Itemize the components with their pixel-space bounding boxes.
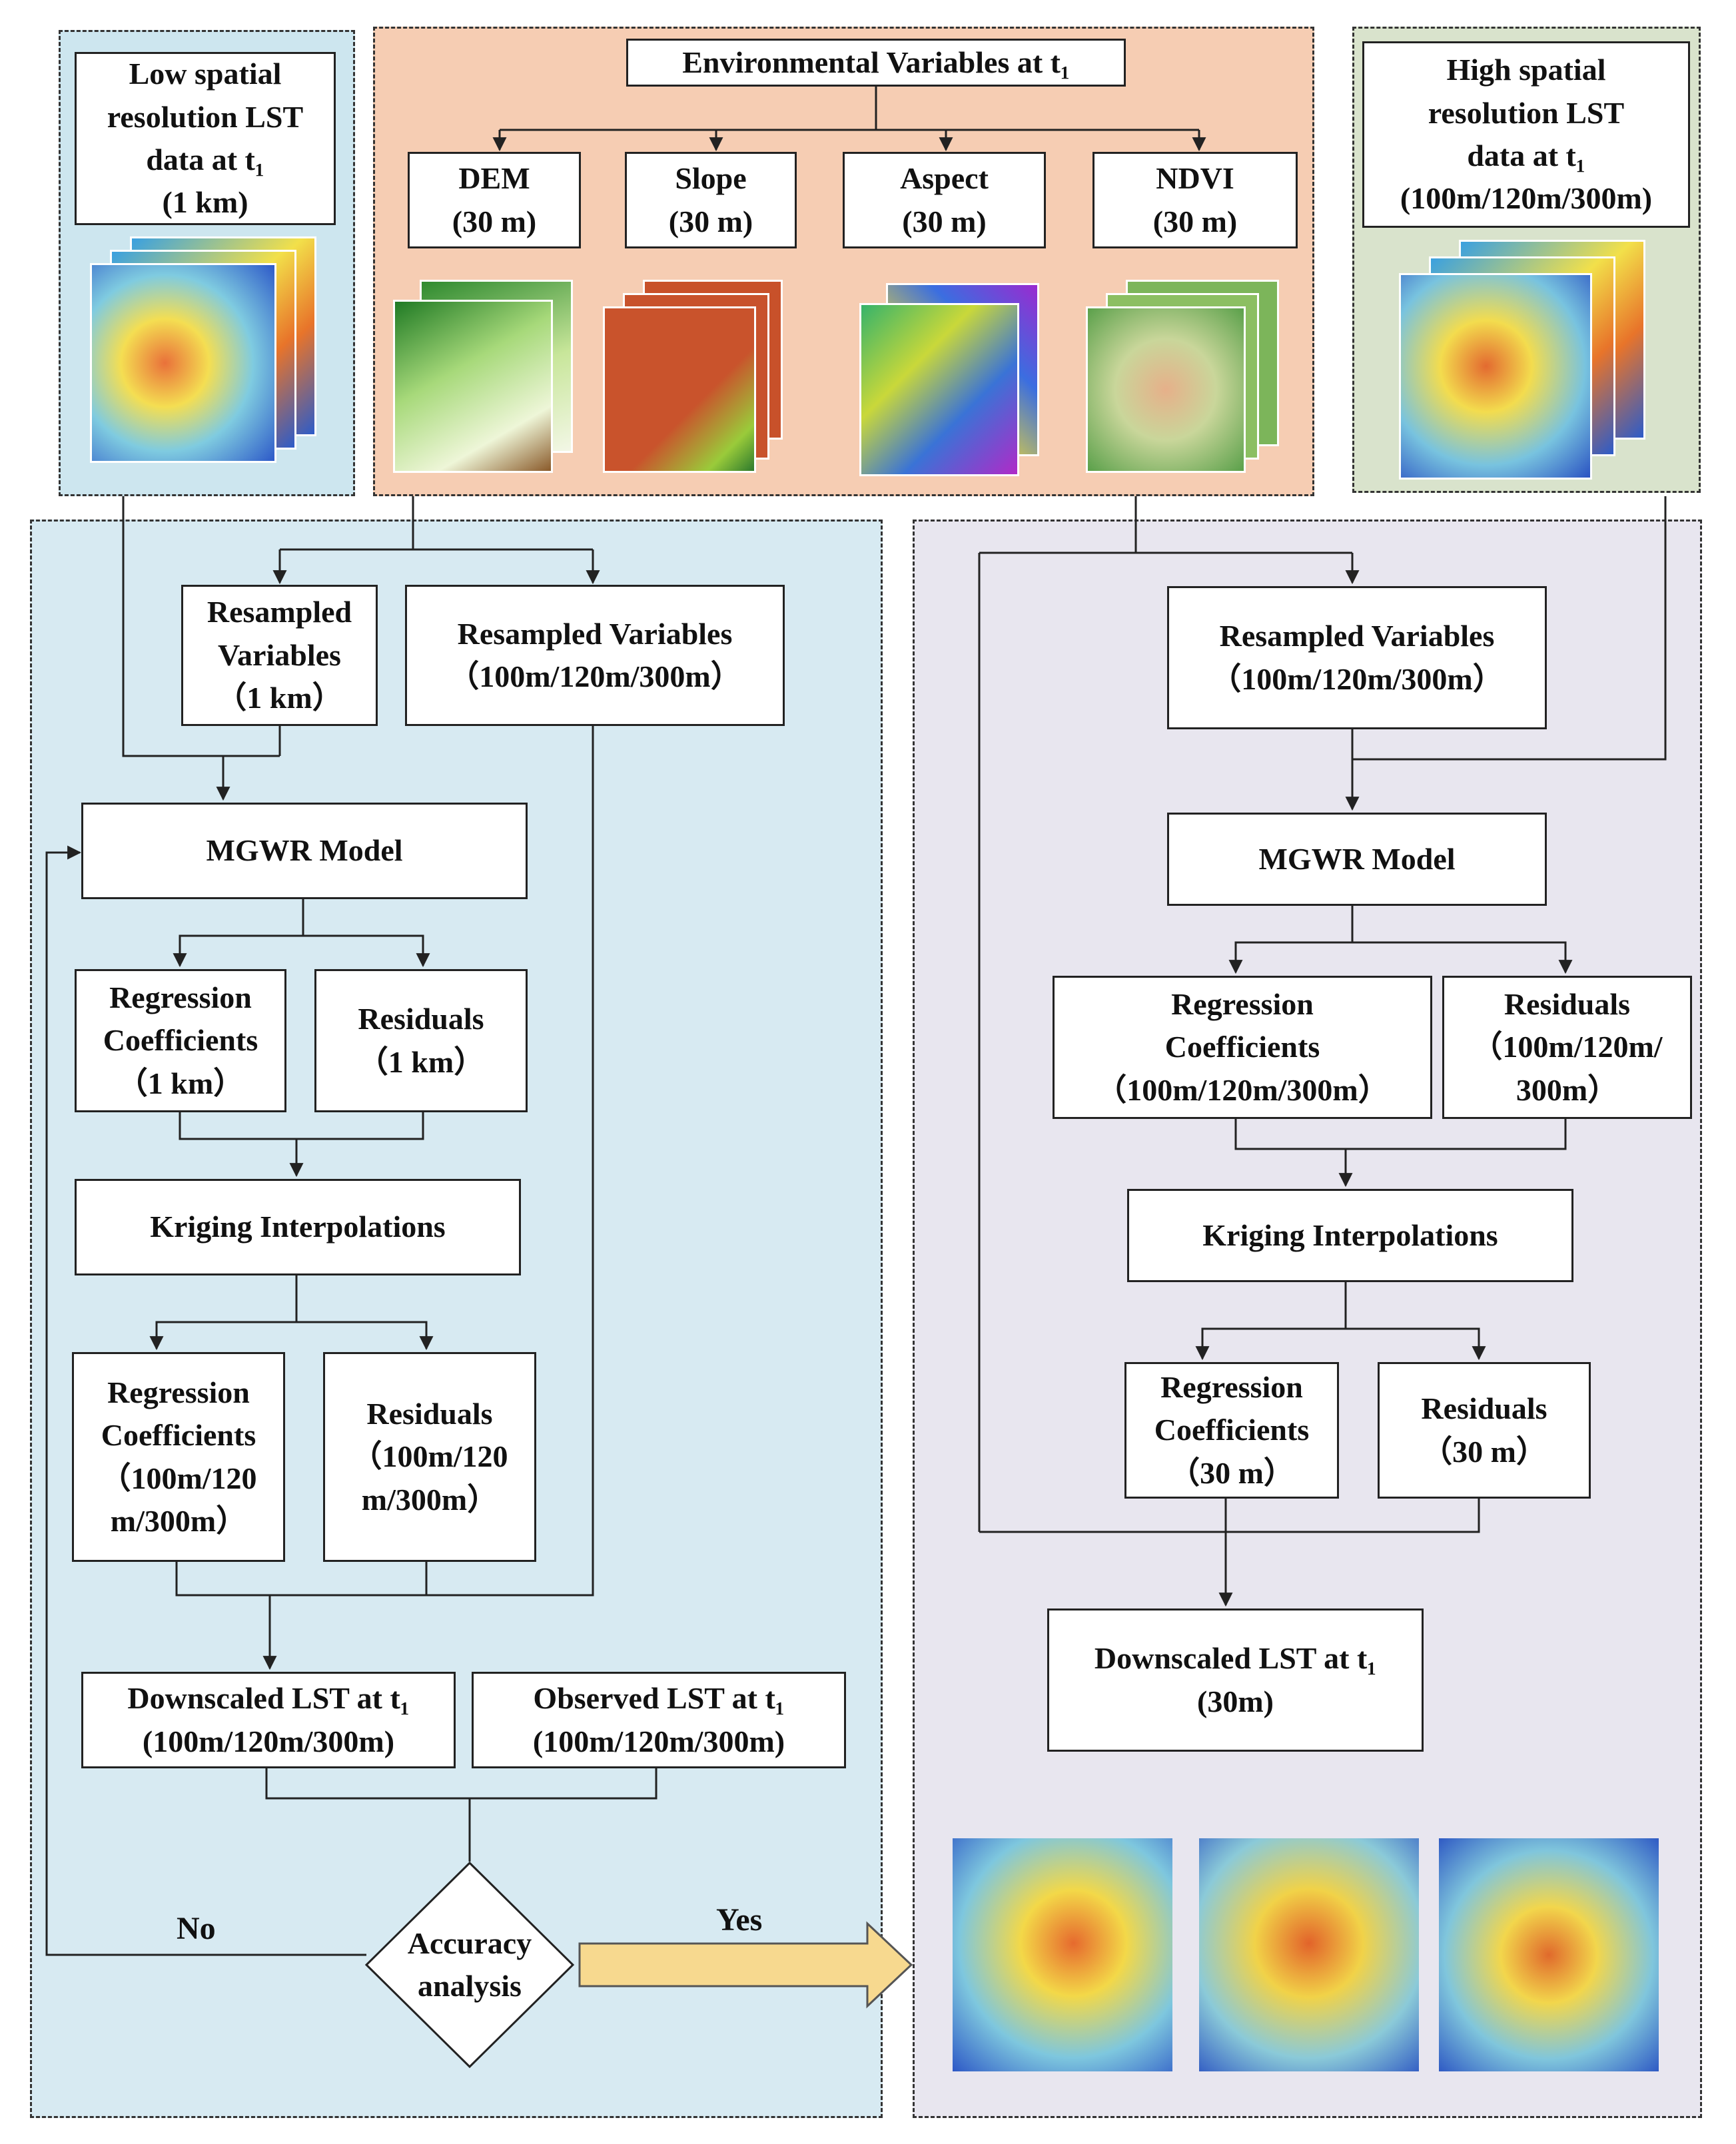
- ndvi-image-stack: [1086, 280, 1279, 473]
- downscaled-lst-result-image: [953, 1838, 1172, 2071]
- coarse-downscaling-region: [30, 520, 883, 2118]
- aspect-image-stack: [859, 283, 1039, 476]
- lst-raster-image: [1399, 273, 1592, 480]
- yes-label: Yes: [716, 1902, 763, 1938]
- resampled-variables-1km-box: Resampled Variables （1 km）: [181, 585, 378, 726]
- right-residuals-30m-box: Residuals （30 m）: [1378, 1362, 1591, 1499]
- aspect-box: Aspect (30 m): [843, 152, 1046, 248]
- environmental-variables-title: Environmental Variables at t₁: [626, 39, 1126, 87]
- right-kriging-interpolations-box: Kriging Interpolations: [1127, 1189, 1573, 1282]
- downscaled-lst-result-image: [1439, 1838, 1659, 2071]
- downscaled-lst-multi-box: Downscaled LST at t₁ (100m/120m/300m): [81, 1672, 456, 1768]
- residuals-multi-box: Residuals （100m/120 m/300m）: [323, 1352, 536, 1562]
- low-res-lst-box: Low spatial resolution LST data at t₁ (1…: [75, 52, 336, 225]
- accuracy-analysis-label: Accuracy analysis: [407, 1926, 532, 2003]
- right-regression-coefficients-30m-box: Regression Coefficients （30 m）: [1124, 1362, 1339, 1499]
- dem-image-stack: [393, 280, 573, 473]
- ndvi-box: NDVI (30 m): [1092, 152, 1298, 248]
- ndvi-raster-image: [1086, 306, 1246, 473]
- high-res-lst-image-stack: [1399, 240, 1652, 493]
- right-resampled-variables-box: Resampled Variables （100m/120m/300m）: [1167, 586, 1547, 729]
- aspect-raster-image: [859, 303, 1019, 476]
- slope-image-stack: [603, 280, 783, 473]
- kriging-interpolations-box: Kriging Interpolations: [75, 1179, 521, 1275]
- lst-raster-image: [90, 263, 276, 463]
- residuals-1km-box: Residuals （1 km）: [314, 969, 528, 1112]
- regression-coefficients-1km-box: Regression Coefficients （1 km）: [75, 969, 286, 1112]
- right-residuals-multi-box: Residuals （100m/120m/ 300m）: [1442, 976, 1692, 1119]
- high-res-lst-box: High spatial resolution LST data at t₁ (…: [1362, 41, 1690, 228]
- yes-arrow: [578, 1921, 913, 2009]
- downscaled-lst-result-image: [1199, 1838, 1419, 2071]
- low-res-lst-image-stack: [90, 236, 323, 463]
- observed-lst-multi-box: Observed LST at t₁ (100m/120m/300m): [472, 1672, 846, 1768]
- right-mgwr-model-box: MGWR Model: [1167, 813, 1547, 906]
- regression-coefficients-multi-box: Regression Coefficients （100m/120 m/300m…: [72, 1352, 285, 1562]
- right-regression-coefficients-multi-box: Regression Coefficients （100m/120m/300m）: [1053, 976, 1432, 1119]
- mgwr-model-box: MGWR Model: [81, 803, 528, 899]
- resampled-variables-multi-box: Resampled Variables （100m/120m/300m）: [405, 585, 785, 726]
- slope-raster-image: [603, 306, 756, 473]
- dem-box: DEM (30 m): [408, 152, 581, 248]
- dem-raster-image: [393, 300, 553, 473]
- downscaled-lst-30m-box: Downscaled LST at t₁ (30m): [1047, 1608, 1424, 1752]
- slope-box: Slope (30 m): [625, 152, 797, 248]
- accuracy-decision-diamond: [364, 1861, 575, 2069]
- no-label: No: [177, 1911, 216, 1946]
